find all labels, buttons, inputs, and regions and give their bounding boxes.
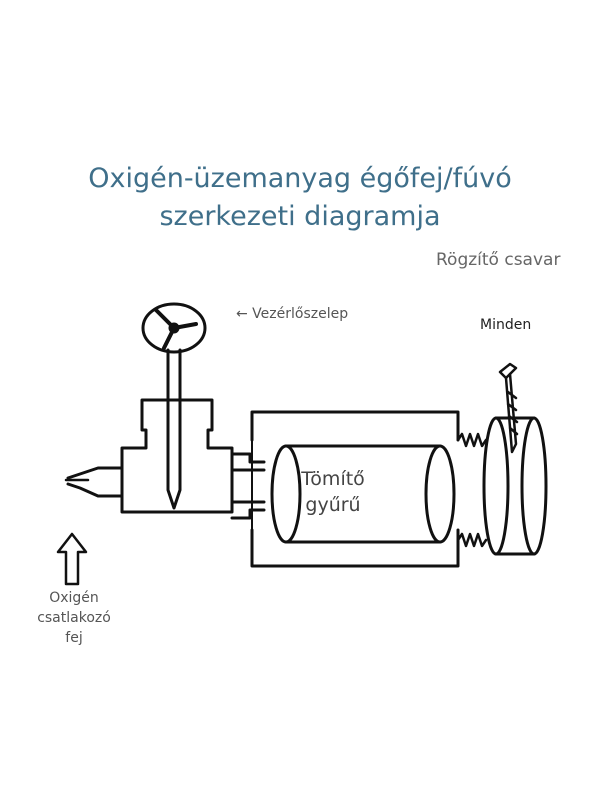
- title-line-1: Oxigén-üzemanyag égőfej/fúvó: [88, 163, 512, 194]
- lower-pipe: [230, 500, 266, 520]
- chamber-housing: [250, 410, 460, 568]
- minden-label: Minden: [480, 317, 532, 333]
- valve-body: [120, 398, 234, 514]
- oxygen-inlet-label: Oxigén csatlakozó fej: [24, 588, 124, 648]
- nozzle-tip: [64, 466, 124, 498]
- oxygen-inlet-label-line-1: Oxigén: [49, 590, 99, 606]
- seal-ring-label-line-1: Tömítő: [301, 468, 365, 490]
- seal-ring-cylinder: [270, 444, 456, 544]
- lower-thread: [456, 532, 488, 548]
- valve-stem: [166, 348, 182, 510]
- screw-icon: [498, 362, 519, 454]
- upper-thread: [456, 432, 488, 448]
- seal-ring-label-line-2: gyűrű: [305, 494, 361, 516]
- fixing-screw-label: Rögzítő csavar: [436, 250, 561, 270]
- control-valve-label: ← Vezérlőszelep: [236, 306, 349, 322]
- up-arrow-icon: [56, 532, 88, 586]
- fixing-end-cylinder: [482, 416, 548, 556]
- diagram-title: Oxigén-üzemanyag égőfej/fúvó szerkezeti …: [0, 160, 600, 236]
- oxygen-inlet-label-line-2: csatlakozó: [37, 610, 111, 626]
- upper-pipe: [230, 452, 266, 472]
- oxygen-inlet-label-line-3: fej: [65, 630, 83, 646]
- valve-handwheel-icon: [141, 302, 207, 354]
- seal-ring-label: Tömítő gyűrű: [288, 466, 378, 518]
- title-line-2: szerkezeti diagramja: [159, 201, 441, 232]
